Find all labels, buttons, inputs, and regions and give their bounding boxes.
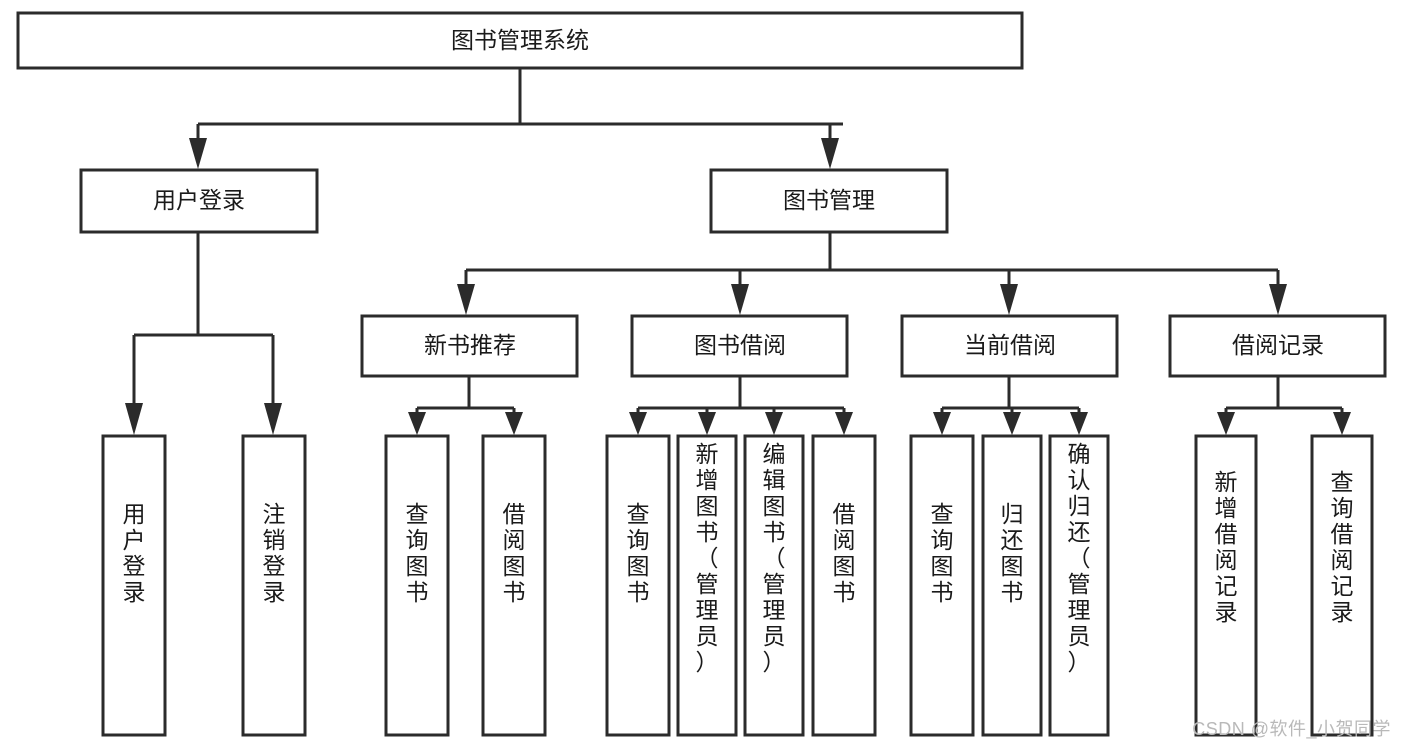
node-borrow-record-label: 借阅记录 xyxy=(1232,332,1324,358)
node-book-management-box[interactable] xyxy=(709,168,949,234)
arrowhead-leaf-return-book xyxy=(1003,412,1021,435)
node-leaf-return-book[interactable]: 归还图书 xyxy=(981,434,1043,737)
node-leaf-query-book-3-box[interactable] xyxy=(909,434,975,737)
node-current-borrow-box[interactable] xyxy=(900,314,1119,378)
node-leaf-query-book-3-label: 查询图书 xyxy=(931,501,954,605)
node-leaf-query-book-1-box[interactable] xyxy=(384,434,450,737)
arrowhead-leaf-query-book-2 xyxy=(629,412,647,435)
node-leaf-add-book-label: 新增图书（管理员） xyxy=(696,441,719,675)
node-borrow-record[interactable]: 借阅记录 xyxy=(1168,314,1387,378)
arrowhead-leaf-query-book-3 xyxy=(933,412,951,435)
node-leaf-query-book-1-label: 查询图书 xyxy=(406,501,429,605)
node-leaf-confirm-return-box[interactable] xyxy=(1048,434,1110,737)
arrowhead-user-login xyxy=(189,138,207,169)
arrowhead-book-borrow xyxy=(731,284,749,315)
node-book-management-label: 图书管理 xyxy=(783,187,875,213)
arrowhead-leaf-query-record xyxy=(1333,412,1351,435)
node-leaf-borrow-book-1[interactable]: 借阅图书 xyxy=(481,434,547,737)
node-leaf-return-book-box[interactable] xyxy=(981,434,1043,737)
node-leaf-borrow-book-2-label: 借阅图书 xyxy=(833,501,856,605)
node-leaf-query-record-box[interactable] xyxy=(1310,434,1374,737)
arrowhead-new-book-recommend xyxy=(457,284,475,315)
arrowhead-borrow-record xyxy=(1269,284,1287,315)
node-leaf-borrow-book-2[interactable]: 借阅图书 xyxy=(811,434,877,737)
node-current-borrow-label: 当前借阅 xyxy=(964,332,1056,358)
node-current-borrow[interactable]: 当前借阅 xyxy=(900,314,1119,378)
node-leaf-borrow-book-1-label: 借阅图书 xyxy=(503,501,526,605)
node-leaf-add-record-box[interactable] xyxy=(1194,434,1258,737)
node-leaf-user-logout-box[interactable] xyxy=(241,434,307,737)
node-leaf-confirm-return[interactable]: 确认归还（管理员） xyxy=(1048,434,1110,737)
edges-layer xyxy=(125,68,1351,435)
arrowhead-leaf-edit-book xyxy=(765,412,783,435)
node-leaf-add-book-box[interactable] xyxy=(676,434,738,737)
node-leaf-user-logout[interactable]: 注销登录 xyxy=(241,434,307,737)
node-leaf-user-login-box[interactable] xyxy=(101,434,167,737)
node-new-book-recommend-box[interactable] xyxy=(360,314,579,378)
node-book-borrow-label: 图书借阅 xyxy=(694,332,786,358)
arrowhead-leaf-confirm-return xyxy=(1070,412,1088,435)
node-leaf-edit-book-box[interactable] xyxy=(743,434,805,737)
arrowhead-leaf-add-record xyxy=(1217,412,1235,435)
node-book-borrow-box[interactable] xyxy=(630,314,849,378)
node-leaf-query-book-2[interactable]: 查询图书 xyxy=(605,434,671,737)
nodes-layer: 图书管理系统 用户登录 图书管理 新书推荐 图书借阅 xyxy=(16,11,1387,737)
arrowhead-leaf-borrow-book-2 xyxy=(835,412,853,435)
node-user-login[interactable]: 用户登录 xyxy=(79,168,319,234)
node-leaf-return-book-label: 归还图书 xyxy=(1001,501,1024,605)
node-leaf-edit-book-label: 编辑图书（管理员） xyxy=(763,441,786,675)
node-new-book-recommend-label: 新书推荐 xyxy=(424,332,516,358)
arrowhead-book-management xyxy=(821,138,839,169)
node-leaf-edit-book[interactable]: 编辑图书（管理员） xyxy=(743,434,805,737)
node-book-borrow[interactable]: 图书借阅 xyxy=(630,314,849,378)
node-user-login-label: 用户登录 xyxy=(153,187,245,213)
arrowhead-leaf-user-logout xyxy=(264,403,282,435)
node-leaf-add-record[interactable]: 新增借阅记录 xyxy=(1194,434,1258,737)
node-leaf-add-record-label: 新增借阅记录 xyxy=(1215,469,1238,625)
node-leaf-borrow-book-2-box[interactable] xyxy=(811,434,877,737)
node-leaf-query-book-1[interactable]: 查询图书 xyxy=(384,434,450,737)
node-leaf-confirm-return-label: 确认归还（管理员） xyxy=(1068,441,1091,675)
node-new-book-recommend[interactable]: 新书推荐 xyxy=(360,314,579,378)
arrowhead-leaf-user-login xyxy=(125,403,143,435)
node-leaf-user-login[interactable]: 用户登录 xyxy=(101,434,167,737)
arrowhead-leaf-query-book-1 xyxy=(408,412,426,435)
node-user-login-box[interactable] xyxy=(79,168,319,234)
node-leaf-query-record[interactable]: 查询借阅记录 xyxy=(1310,434,1374,737)
node-leaf-query-book-3[interactable]: 查询图书 xyxy=(909,434,975,737)
node-borrow-record-box[interactable] xyxy=(1168,314,1387,378)
arrowhead-leaf-borrow-book-1 xyxy=(505,412,523,435)
node-root[interactable]: 图书管理系统 xyxy=(16,11,1024,70)
node-leaf-query-record-label: 查询借阅记录 xyxy=(1331,469,1354,625)
node-leaf-query-book-2-box[interactable] xyxy=(605,434,671,737)
node-leaf-add-book[interactable]: 新增图书（管理员） xyxy=(676,434,738,737)
node-leaf-user-logout-label: 注销登录 xyxy=(263,501,286,605)
arrowhead-current-borrow xyxy=(1000,284,1018,315)
node-root-label: 图书管理系统 xyxy=(451,27,589,53)
node-leaf-user-login-label: 用户登录 xyxy=(123,501,146,605)
arrowhead-leaf-add-book xyxy=(698,412,716,435)
node-root-box[interactable] xyxy=(16,11,1024,70)
node-book-management[interactable]: 图书管理 xyxy=(709,168,949,234)
node-leaf-query-book-2-label: 查询图书 xyxy=(627,501,650,605)
node-leaf-borrow-book-1-box[interactable] xyxy=(481,434,547,737)
